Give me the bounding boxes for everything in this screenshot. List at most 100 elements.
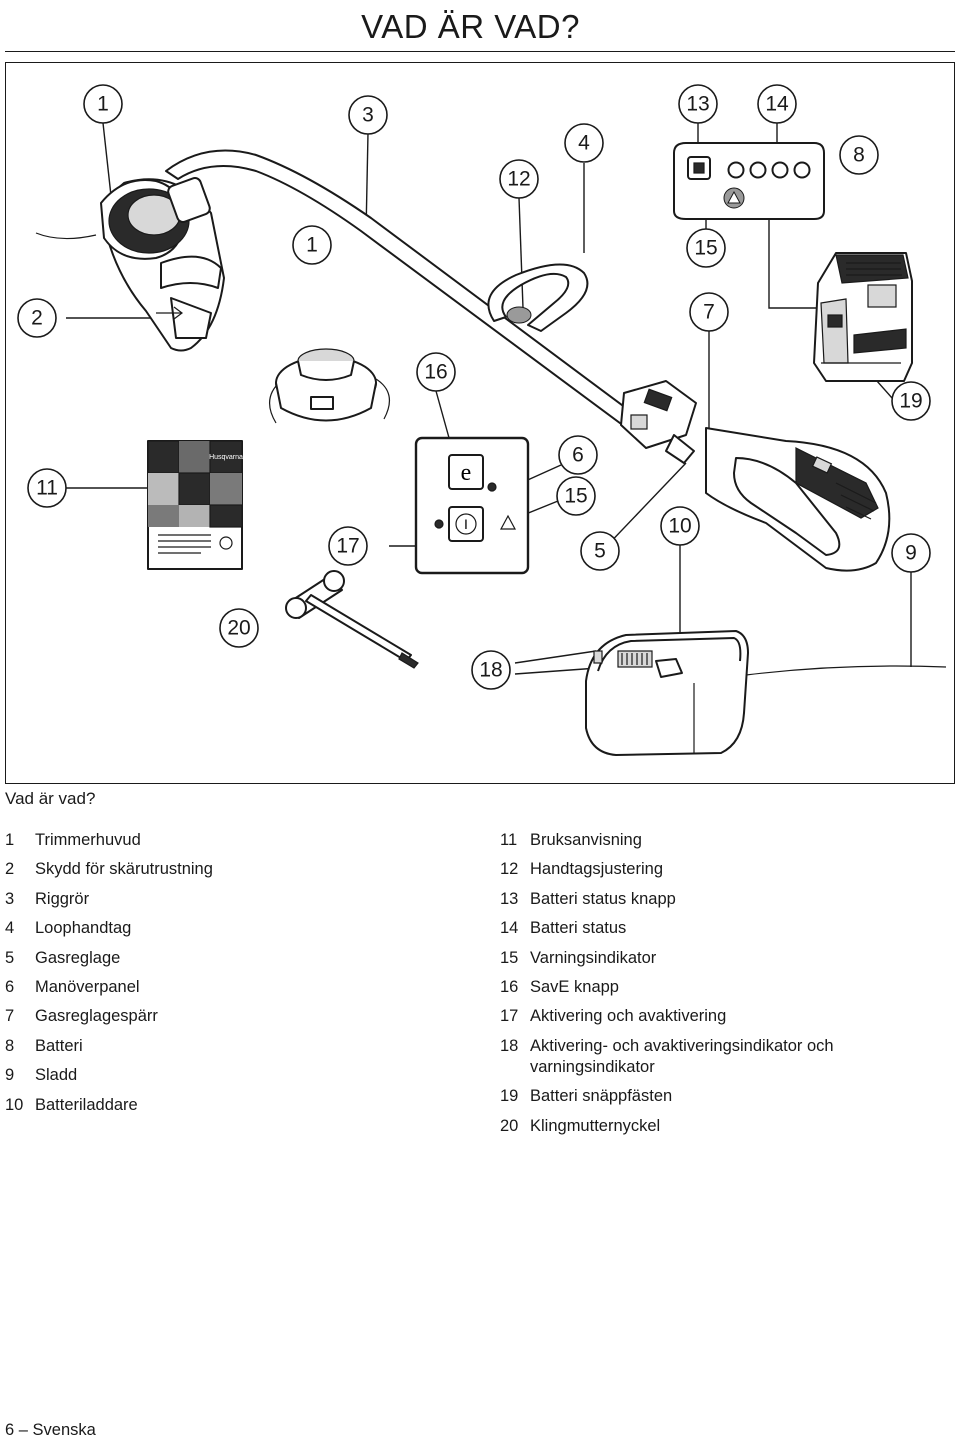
- part-label: SavE knapp: [530, 977, 619, 996]
- svg-text:2: 2: [31, 307, 43, 330]
- svg-text:17: 17: [336, 535, 359, 558]
- svg-text:9: 9: [905, 542, 917, 565]
- list-item: 9 Sladd: [5, 1065, 465, 1086]
- list-item: 15 Varningsindikator: [500, 948, 900, 969]
- part-label: Aktivering och avaktivering: [530, 1007, 727, 1026]
- part-label: Batteri status: [530, 919, 627, 938]
- callout-5: 5: [580, 531, 620, 571]
- callout-8: 8: [839, 135, 879, 175]
- callout-10: 10: [660, 506, 700, 546]
- list-item: 12 Handtagsjustering: [500, 859, 900, 880]
- battery-pack: [813, 252, 913, 382]
- part-number: 7: [5, 1007, 15, 1026]
- shaft-and-handle: [165, 149, 891, 572]
- power-button-glyph: I: [464, 516, 468, 532]
- svg-text:20: 20: [227, 617, 250, 640]
- svg-text:13: 13: [686, 93, 709, 116]
- callout-1-middle: 1: [292, 225, 332, 265]
- trimmer-head-and-guard: [35, 177, 225, 352]
- callout-14: 14: [757, 84, 797, 124]
- part-label: Loophandtag: [35, 919, 132, 938]
- spare-trimmer-head: [269, 348, 391, 424]
- svg-text:16: 16: [424, 361, 447, 384]
- part-label: Batteri status knapp: [530, 889, 676, 908]
- svg-text:1: 1: [306, 234, 318, 257]
- part-number: 18: [500, 1036, 519, 1055]
- svg-text:11: 11: [36, 477, 58, 500]
- list-item: 18 Aktivering- och avaktiveringsindikator…: [500, 1036, 900, 1078]
- part-number: 19: [500, 1087, 519, 1106]
- list-item: 13 Batteri status knapp: [500, 889, 900, 910]
- part-number: 9: [5, 1066, 15, 1085]
- part-number: 6: [5, 977, 15, 996]
- part-label: Manöverpanel: [35, 977, 140, 996]
- part-number: 20: [500, 1116, 519, 1135]
- operators-manual: Husqvarna: [147, 440, 243, 570]
- part-number: 10: [5, 1095, 24, 1114]
- title-rule: [5, 51, 955, 52]
- callout-15-top: 15: [686, 228, 726, 268]
- part-label: Handtagsjustering: [530, 860, 663, 879]
- part-label: Skydd för skärutrustning: [35, 860, 213, 879]
- list-item: 6 Manöverpanel: [5, 977, 465, 998]
- list-item: 8 Batteri: [5, 1036, 465, 1057]
- callout-20: 20: [219, 608, 259, 648]
- part-number: 17: [500, 1007, 519, 1026]
- page-footer: 6 – Svenska: [5, 1421, 96, 1439]
- part-label: Trimmerhuvud: [35, 831, 141, 849]
- part-label: Batteriladdare: [35, 1095, 138, 1114]
- callout-7: 7: [689, 292, 729, 332]
- part-number: 5: [5, 948, 15, 967]
- part-number: 13: [500, 889, 519, 908]
- svg-text:4: 4: [578, 132, 590, 155]
- callout-13: 13: [678, 84, 718, 124]
- part-label: Batteri snäppfästen: [530, 1087, 673, 1106]
- battery-charger: [585, 630, 947, 756]
- callout-11: 11: [27, 468, 67, 508]
- part-number: 15: [500, 948, 519, 967]
- callout-6: 6: [558, 435, 598, 475]
- callout-12: 12: [499, 159, 539, 199]
- part-number: 11: [500, 831, 518, 849]
- part-label: Bruksanvisning: [530, 831, 642, 849]
- part-label: Gasreglage: [35, 948, 121, 967]
- part-number: 12: [500, 860, 519, 879]
- part-number: 8: [5, 1036, 15, 1055]
- part-label: Klingmutternyckel: [530, 1116, 661, 1135]
- part-label: Aktivering- och avaktiveringsindikator o…: [530, 1036, 834, 1076]
- part-label: Varningsindikator: [530, 948, 657, 967]
- part-label: Batteri: [35, 1036, 83, 1055]
- callout-17: 17: [328, 526, 368, 566]
- svg-text:1: 1: [97, 93, 109, 116]
- control-panel-closeup: e I: [414, 436, 530, 575]
- part-label: Sladd: [35, 1066, 78, 1085]
- part-label: Riggrör: [35, 889, 90, 908]
- manual-brand-text: Husqvarna: [209, 454, 243, 461]
- svg-text:3: 3: [362, 104, 374, 127]
- callout-18: 18: [471, 650, 511, 690]
- list-item: 10 Batteriladdare: [5, 1095, 465, 1116]
- page-title: VAD ÄR VAD?: [361, 8, 580, 45]
- save-button-glyph: e: [461, 460, 472, 486]
- svg-text:10: 10: [668, 515, 691, 538]
- svg-text:18: 18: [479, 659, 502, 682]
- svg-text:8: 8: [853, 144, 865, 167]
- list-item: 11 Bruksanvisning: [500, 830, 900, 851]
- callout-15-middle: 15: [556, 476, 596, 516]
- callout-2: 2: [17, 298, 57, 338]
- list-item: 5 Gasreglage: [5, 948, 465, 969]
- svg-text:5: 5: [594, 540, 606, 563]
- part-number: 1: [5, 831, 15, 849]
- callout-9: 9: [891, 533, 931, 573]
- callout-16: 16: [416, 352, 456, 392]
- illustration-canvas: Husqvarna e I 1 3 13 14 4 8 12: [17, 84, 947, 756]
- svg-text:6: 6: [572, 444, 584, 467]
- callout-1-top: 1: [83, 84, 123, 124]
